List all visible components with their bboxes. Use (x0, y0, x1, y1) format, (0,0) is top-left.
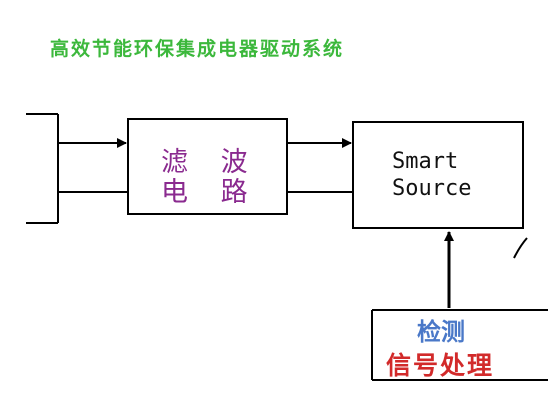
filter-circuit-label-line1: 滤 波 (161, 147, 260, 178)
smart-source-label-line1: Smart (392, 149, 459, 174)
partial-curve (513, 237, 528, 259)
left-block (26, 113, 59, 224)
signal-processing-label: 信号处理 (386, 351, 495, 380)
detection-box (371, 309, 548, 381)
filter-circuit-label-line2: 电 路 (161, 177, 260, 208)
smart-source-label-line2: Source (392, 176, 472, 201)
diagram-title: 高效节能环保集成电器驱动系统 (50, 38, 345, 60)
detection-label: 检测 (417, 317, 465, 346)
smart-source-box (352, 121, 524, 229)
filter-circuit-box (127, 118, 288, 215)
